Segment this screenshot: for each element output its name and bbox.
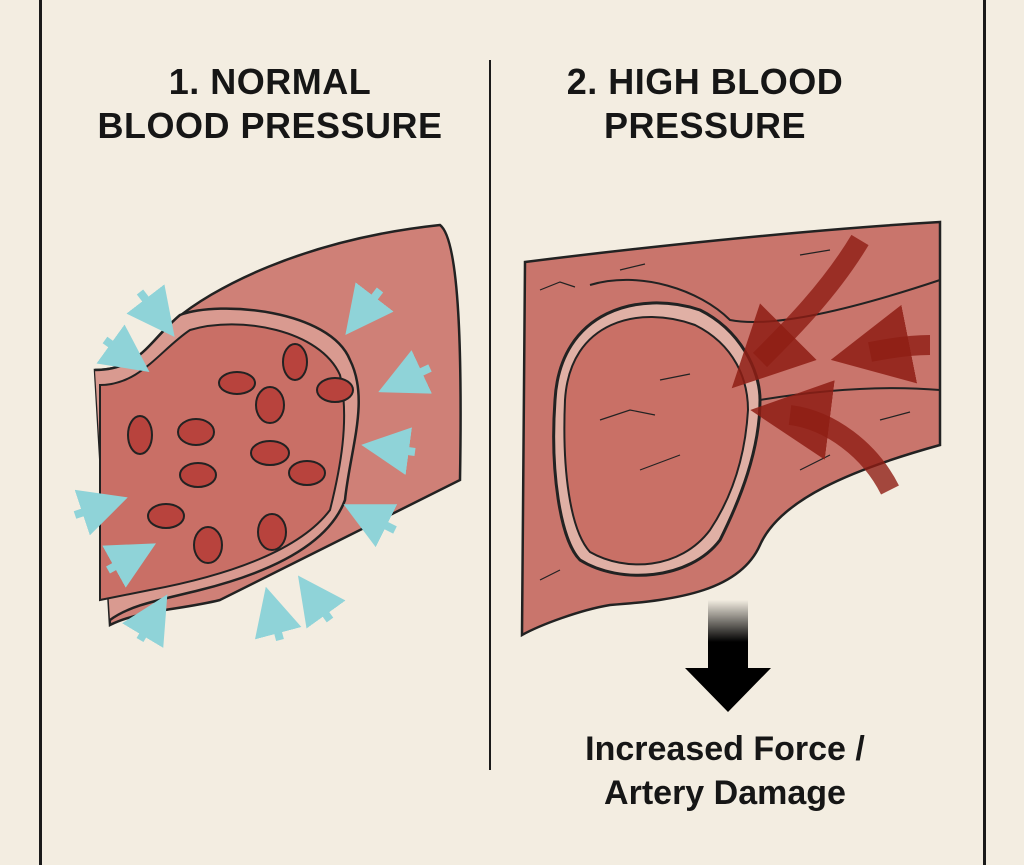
down-arrow-icon (685, 600, 771, 712)
normal-pressure-arrows (73, 282, 432, 648)
damaged-artery (520, 220, 942, 638)
artery-cracks (539, 249, 911, 581)
panel-2-title-line2: PRESSURE (603, 105, 807, 146)
red-blood-cell (288, 460, 326, 486)
caption-line1: Increased Force / (585, 730, 865, 768)
panel-1-title-line2: BLOOD PRESSURE (97, 105, 443, 146)
right-border-line (983, 0, 986, 865)
pressure-arrow-icon (343, 504, 398, 548)
pressure-arrow-icon (122, 594, 168, 648)
pressure-arrow-icon (361, 427, 416, 475)
red-blood-cell (282, 343, 308, 381)
red-blood-cell (250, 440, 290, 466)
red-blood-cells (127, 343, 354, 564)
red-blood-cell (255, 386, 285, 424)
panel-divider (489, 60, 491, 770)
red-blood-cell (316, 377, 354, 403)
force-arrow-icon (731, 234, 869, 389)
pressure-arrow-icon (102, 543, 156, 588)
red-blood-cell (179, 462, 217, 488)
red-blood-cell (257, 513, 287, 551)
pressure-arrow-icon (73, 489, 128, 536)
panel-2-title-line1: 2. HIGH BLOOD (566, 61, 844, 102)
panel-2-title: 2. HIGH BLOOD PRESSURE (500, 60, 910, 148)
red-blood-cell (177, 418, 215, 446)
damage-caption: Increased Force / Artery Damage (520, 727, 930, 815)
red-blood-cell (147, 503, 185, 529)
pressure-arrow-icon (378, 350, 432, 394)
pressure-arrow-icon (345, 282, 394, 336)
force-arrow-icon (750, 380, 899, 495)
red-blood-cell (193, 526, 223, 564)
pressure-arrow-icon (96, 324, 150, 373)
force-arrow-icon (830, 304, 931, 384)
pressure-arrow-icon (126, 284, 175, 338)
panel-1-title: 1. NORMAL BLOOD PRESSURE (60, 60, 480, 148)
pressure-arrow-icon (254, 586, 302, 642)
high-pressure-arrows (731, 234, 931, 495)
left-border-line (39, 0, 42, 865)
normal-artery (73, 223, 462, 648)
red-blood-cell (127, 415, 153, 455)
panel-1-title-line1: 1. NORMAL (168, 61, 372, 102)
pressure-arrow-icon (297, 575, 346, 629)
caption-line2: Artery Damage (604, 774, 846, 812)
red-blood-cell (218, 371, 256, 395)
